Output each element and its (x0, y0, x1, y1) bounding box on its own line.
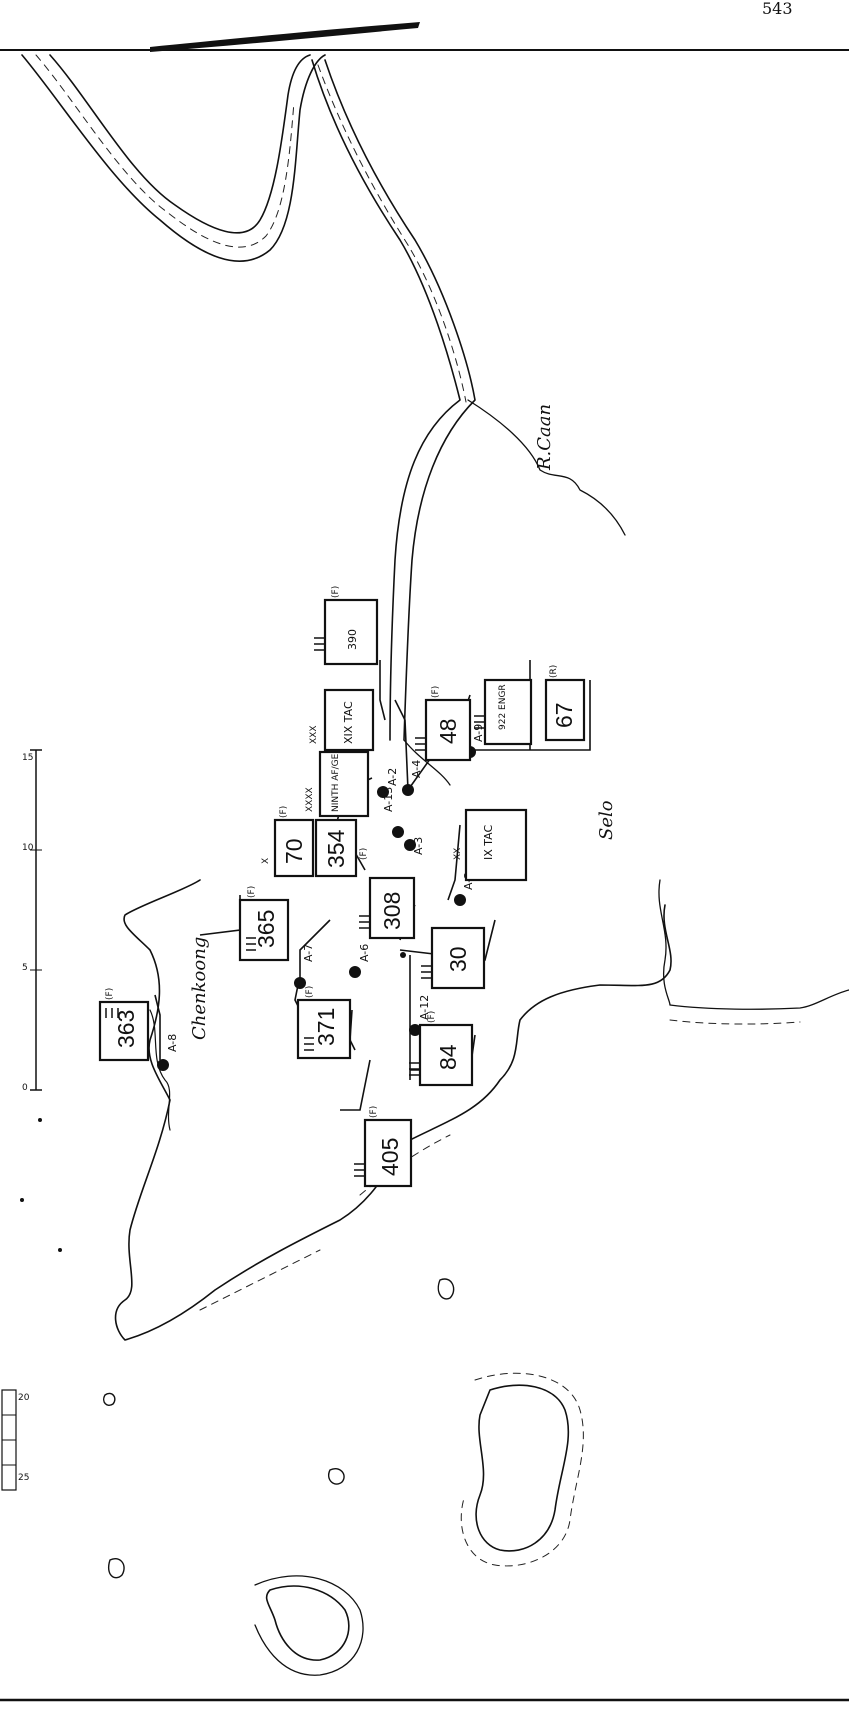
unit-308: 308 (359, 876, 416, 940)
scale-label-20: 20 (18, 1393, 30, 1403)
pen-scribble (150, 22, 420, 52)
unit-qualifier: (F) (431, 686, 441, 698)
scale-label-10: 10 (22, 843, 34, 853)
unit-390: 390 (F) (314, 586, 379, 666)
unit-label: 922 ENGR (498, 684, 508, 730)
scale-label-5: 5 (22, 963, 28, 973)
unit-label: 363 (113, 1010, 139, 1048)
unit-84: 84 (F) (409, 1011, 474, 1087)
unit-qualifier: (F) (427, 1011, 437, 1023)
unit-label: 354 (323, 829, 349, 868)
label-selo: Selo (596, 800, 617, 840)
unit-label: NINTH AF/GE (331, 753, 341, 812)
airfield-markers (157, 746, 476, 1071)
airfield-dot (157, 1059, 169, 1071)
river-orne (21, 54, 326, 262)
page-number: 543 (762, 0, 793, 18)
scale-bar-top: 0 5 10 15 (22, 749, 42, 1093)
unit-qualifier: XX (453, 848, 463, 860)
airfield-dot (294, 977, 306, 989)
unit-label: 405 (377, 1138, 403, 1176)
margin-marks (20, 1118, 62, 1252)
airfield-label-a2: A-2 (386, 768, 399, 786)
unit-354: 354 (F) (314, 818, 369, 878)
airfield-label-a3: A-3 (412, 837, 425, 855)
scale-label-25: 25 (18, 1473, 29, 1483)
echelon-mark: XXXX (305, 787, 315, 812)
unit-qualifier: (F) (331, 586, 341, 598)
unit-48: 48 (F) (415, 686, 472, 762)
airfield-label-a7: A-7 (302, 944, 315, 962)
unit-label: 48 (435, 718, 461, 744)
airfield-dot (400, 952, 406, 958)
unit-label: 67 (551, 702, 577, 728)
unit-qualifier: (F) (279, 806, 289, 818)
unit-qualifier: (F) (247, 886, 257, 898)
airfield-dot (377, 786, 389, 798)
label-river-caan: R.Caan (534, 404, 555, 471)
airfield-label-a13: A-13 (382, 787, 395, 812)
unit-30: 30 (421, 926, 486, 990)
airfield-label-a4: A-4 (410, 760, 423, 778)
unit-label: 30 (445, 946, 471, 972)
chenkoong-shoreline (149, 1009, 171, 1131)
echelon-mark: X (261, 858, 271, 864)
unit-label: 371 (313, 1008, 339, 1046)
airfield-dot (404, 839, 416, 851)
unit-405: 405 (F) (354, 1106, 413, 1188)
airfield-dot (454, 894, 466, 906)
echelon-mark: XXX (309, 726, 319, 745)
airfield-label-a12: A-12 (418, 995, 431, 1020)
unit-label: 84 (435, 1044, 461, 1070)
river-caan: R.Caan (311, 59, 626, 786)
airfield-dot (402, 784, 414, 796)
unit-label: 70 (281, 838, 307, 864)
airfield-labels: A-2 A-3 A-4 A-6 A-7 A-8 A-9 A-2x A-12 A-… (166, 724, 485, 1052)
unit-70: 70 (F) X (261, 806, 315, 878)
unit-xix-tac: XIX TAC XXX (309, 688, 375, 752)
unit-371: 371 (F) (296, 986, 352, 1060)
airfield-dot (409, 1024, 421, 1036)
unit-363: 363 (F) (98, 988, 150, 1062)
unit-label: XIX TAC (342, 701, 355, 744)
scale-label-0: 0 (22, 1083, 28, 1093)
label-chenkoong: Chenkoong (189, 937, 210, 1040)
unit-qualifier: (R) (549, 665, 559, 678)
unit-ix-tac: IX TAC XX (453, 808, 528, 882)
unit-qualifier: (F) (105, 988, 115, 1000)
scale-bar-bottom: 20 25 (1, 1389, 30, 1491)
unit-67: 67 (R) (544, 665, 586, 742)
unit-label: 365 (253, 910, 279, 948)
unit-ninth-af: NINTH AF/GE XXXX (305, 750, 370, 818)
unit-qualifier: (F) (359, 848, 369, 860)
unit-qualifier: (F) (305, 986, 315, 998)
unit-qualifier: (F) (369, 1106, 379, 1118)
unit-label: 308 (379, 892, 405, 930)
scale-label-15: 15 (22, 753, 33, 763)
stream-right (658, 879, 671, 1006)
unit-922-engr: 922 ENGR (474, 678, 533, 746)
islands (103, 1278, 584, 1676)
airfield-dot (392, 826, 404, 838)
airfield-label-a6: A-6 (358, 944, 371, 962)
airfield-dot (349, 966, 361, 978)
unit-365: 365 (F) (238, 886, 290, 962)
unit-label: IX TAC (482, 825, 495, 860)
unit-label: 390 (346, 629, 359, 650)
airfield-label-a9: A-9 (472, 724, 485, 742)
airfield-label-a8: A-8 (166, 1034, 179, 1052)
